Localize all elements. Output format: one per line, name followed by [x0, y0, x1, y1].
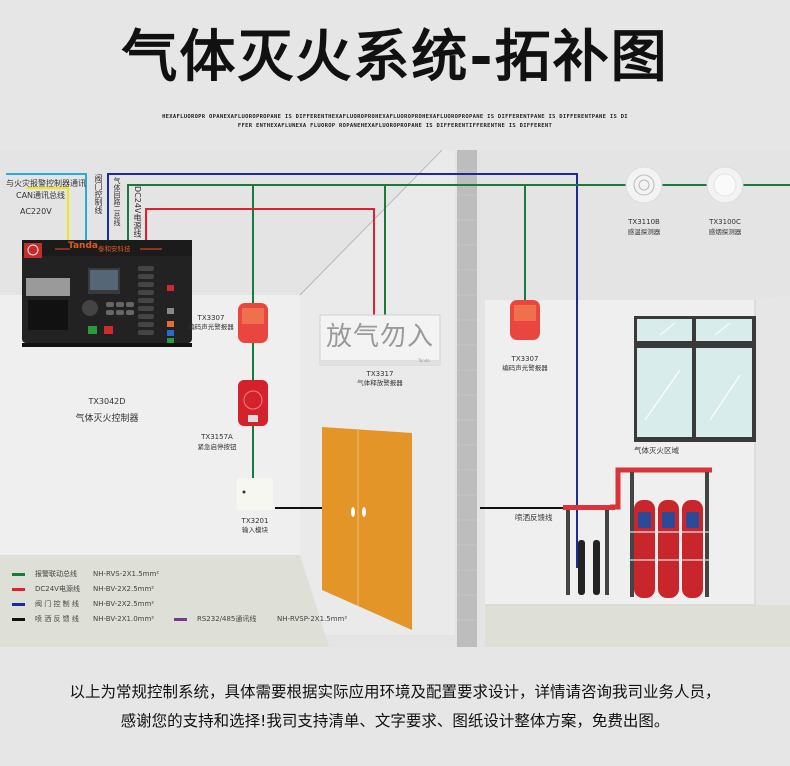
topology-scene: 与火灾报警控制器通讯 CAN通讯总线 AC220V 阀门控制线 气体回路二总线 …: [0, 150, 790, 650]
controller-brand-cn: 泰和安科技: [98, 245, 131, 253]
controller-logo-badge: [24, 243, 42, 258]
wire-alarm-bus: [127, 184, 790, 240]
wire-dc24v: [145, 208, 375, 315]
wire-label-ac220v: AC220V: [20, 207, 52, 216]
release-sign-brand: Tanda: [418, 358, 430, 363]
legend-item: 阀 门 控 制 线 NH-BV-2X2.5mm²: [12, 599, 154, 609]
release-sign-device: [319, 314, 441, 366]
right-room-side-wall: [755, 295, 790, 645]
heat-detector-device: [625, 166, 663, 204]
legend-swatch: [174, 617, 187, 621]
legend-item: RS232/485通讯线 NH-RVSP-2X1.5mm²: [174, 614, 347, 624]
controller-name: 气体灭火控制器: [75, 414, 139, 424]
legend-spec: NH-BV-2X2.5mm²: [93, 600, 155, 608]
emergency-button-device: [238, 380, 268, 426]
wire-label-valve-control: 阀门控制线: [94, 174, 103, 214]
device-name-heat-detector: 感温探测器: [627, 228, 661, 236]
smoke-detector-device: [706, 166, 744, 204]
legend-name: DC24V电源线: [35, 585, 80, 593]
device-name-smoke-detector: 感烟探测器: [708, 228, 742, 236]
gas-cylinder-system: [563, 467, 712, 598]
page-title: 气体灭火系统-拓补图: [121, 25, 669, 90]
right-floor: [485, 605, 790, 650]
legend-swatch: [12, 587, 25, 591]
scene-graphics: [0, 150, 790, 650]
legend-swatch: [12, 602, 25, 606]
wire-ac220v: [26, 187, 69, 240]
legend-spec: NH-BV-2X1.0mm²: [93, 615, 155, 623]
sounder-right-device: [510, 300, 540, 340]
device-name-button: 紧急启停按钮: [197, 443, 237, 451]
door: [322, 427, 412, 630]
input-module-device: [237, 478, 273, 510]
device-model-input-module: TX3201: [241, 517, 269, 525]
controller-brand: Tanda: [68, 241, 98, 251]
controller-printer: [28, 300, 68, 330]
legend-item: 喷 洒 反 馈 线 NH-BV-2X1.0mm²: [12, 614, 154, 624]
device-model-smoke-detector: TX3100C: [709, 218, 741, 226]
device-name-input-module: 输入模块: [242, 526, 268, 534]
device-model-button: TX3157A: [201, 433, 233, 441]
device-name-release-sign: 气体释放警报器: [357, 379, 403, 387]
dividing-brick-wall: [457, 150, 477, 650]
controller-model: TX3042D: [88, 397, 126, 406]
legend-name: 阀 门 控 制 线: [35, 600, 79, 608]
legend-name: 报警联动总线: [35, 570, 77, 578]
device-model-heat-detector: TX3110B: [628, 218, 660, 226]
footer-line-1: 以上为常规控制系统，具体需要根据实际应用环境及配置要求设计，详情请咨询我司业务人…: [69, 683, 721, 701]
legend-spec: NH-RVSP-2X1.5mm²: [277, 615, 348, 623]
legend-spec: NH-RVS-2X1.5mm²: [93, 570, 160, 578]
wire-valve-control: [107, 173, 578, 568]
wire-label-dc24v: DC24V电源线: [133, 186, 142, 238]
device-name-sounder-left: 编码声光警报器: [188, 323, 234, 331]
wire-can-bus: [6, 173, 87, 240]
legend-name: 喷 洒 反 馈 线: [35, 615, 79, 623]
controller-label-sticker: [26, 278, 70, 296]
subtitle-line-1: HEXAFLUOROPR OPANEXAFLUOROPROPANE IS DIF…: [162, 114, 628, 120]
legend-swatch: [12, 617, 25, 621]
wire-label-can-bus: CAN通讯总线: [16, 191, 66, 200]
legend-swatch: [12, 572, 25, 576]
wire-label-spray-feedback: 喷洒反馈线: [515, 513, 553, 522]
device-model-sounder-right: TX3307: [511, 355, 539, 363]
wire-label-fire-alarm-comm: 与火灾报警控制器通讯: [6, 179, 86, 188]
window: [634, 316, 756, 442]
controller-panel: [22, 240, 192, 347]
device-name-sounder-right: 编码声光警报器: [502, 364, 548, 372]
footer-note: 以上为常规控制系统，具体需要根据实际应用环境及配置要求设计，详情请咨询我司业务人…: [0, 678, 790, 736]
left-floor: [0, 555, 330, 650]
release-sign-text: 放气勿入: [325, 322, 434, 352]
legend-item: DC24V电源线 NH-BV-2X2.5mm²: [12, 584, 154, 594]
zone-label: 气体灭火区域: [634, 446, 679, 455]
subtitle-line-2: FFER ENTHEXAFLUNEXA FLUOROP ROPANEHEXAFL…: [237, 123, 553, 129]
wire-label-gas-loop-bus: 气体回路二总线: [113, 177, 121, 226]
device-model-release-sign: TX3317: [366, 370, 394, 378]
device-model-sounder-left: TX3307: [197, 314, 225, 322]
legend-name: RS232/485通讯线: [197, 615, 257, 623]
legend-item: 报警联动总线 NH-RVS-2X1.5mm²: [12, 569, 159, 579]
legend-spec: NH-BV-2X2.5mm²: [93, 585, 155, 593]
footer-line-2: 感谢您的支持和选择!我司支持清单、文字要求、图纸设计整体方案，免费出图。: [120, 712, 670, 730]
sounder-left-device: [238, 303, 268, 343]
